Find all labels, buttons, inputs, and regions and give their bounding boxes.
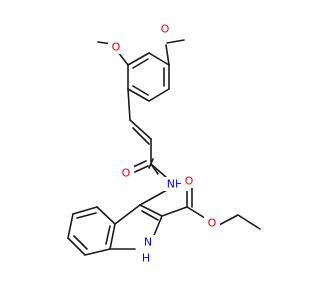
atom-o-ester: O (208, 217, 217, 230)
molecule-diagram: O O O NH O O N H (67, 22, 261, 265)
ethyl-ester (161, 187, 261, 230)
structure-canvas: O O O NH O O N H (67, 22, 261, 265)
atom-o-methoxy-left: O (112, 41, 121, 54)
dimethoxyphenyl-ring (127, 52, 170, 102)
atom-labels: O O O NH O O N H (108, 22, 220, 265)
atom-o-ester-carbonyl: O (185, 175, 194, 188)
acrylamide-chain (127, 88, 183, 183)
atom-o-amide: O (122, 167, 131, 180)
atom-h-indole: H (142, 252, 150, 265)
atom-n-amide: NH (167, 178, 184, 191)
indole-pyrrole-ring (109, 189, 168, 250)
indole-benzene-ring (67, 206, 116, 256)
atom-o-methoxy-top: O (161, 23, 170, 36)
atom-n-indole: N (144, 236, 152, 249)
methoxy-group-top (165, 39, 185, 66)
